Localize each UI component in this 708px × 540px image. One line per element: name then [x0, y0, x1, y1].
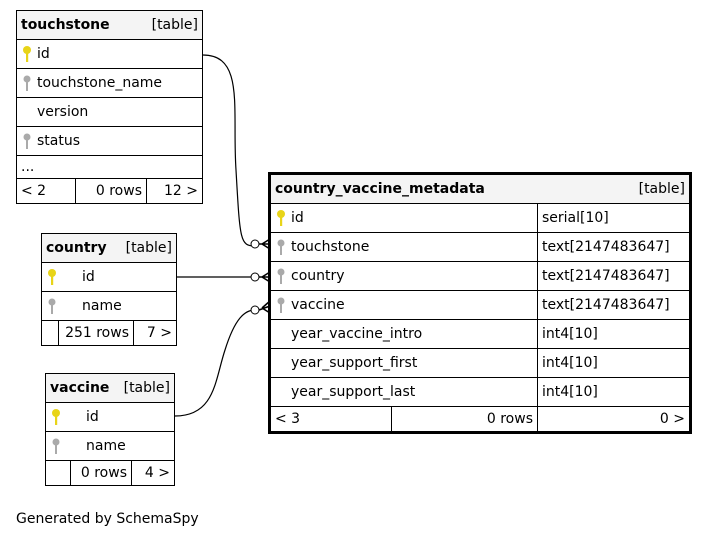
row-count: 251 rows: [58, 320, 134, 346]
table-header: country [table]: [41, 233, 177, 263]
column-row[interactable]: version: [16, 97, 203, 127]
foreign-key-icon: [46, 297, 82, 315]
column-row[interactable]: id serial[10]: [270, 203, 690, 233]
table-name: touchstone: [21, 17, 110, 33]
table-name: country_vaccine_metadata: [275, 181, 485, 197]
column-row[interactable]: touchstone text[2147483647]: [270, 232, 690, 262]
column-row[interactable]: id: [45, 402, 175, 432]
table-tag: [table]: [123, 380, 170, 396]
parents-count: [41, 320, 59, 346]
children-count[interactable]: 7 >: [133, 320, 177, 346]
table-name: country: [46, 240, 107, 256]
table-header: vaccine [table]: [45, 373, 175, 403]
parents-count[interactable]: < 2: [16, 178, 76, 204]
children-count[interactable]: 0 >: [537, 406, 690, 432]
column-name: status: [37, 133, 81, 149]
column-name: year_support_first: [291, 355, 418, 371]
foreign-key-icon: [275, 267, 291, 285]
column-row[interactable]: year_vaccine_intro int4[10]: [270, 319, 690, 349]
column-name: country: [291, 268, 345, 284]
children-count[interactable]: 4 >: [131, 460, 175, 486]
column-type: serial[10]: [537, 203, 690, 233]
primary-key-icon: [46, 268, 82, 286]
column-row[interactable]: name: [41, 291, 177, 321]
crowfoot-touchstone: [250, 238, 271, 250]
table-footer: 0 rows 4 >: [45, 460, 175, 486]
column-type: text[2147483647]: [537, 261, 690, 291]
column-row[interactable]: touchstone_name: [16, 68, 203, 98]
crowfoot-vaccine: [250, 300, 271, 315]
column-type: int4[10]: [537, 319, 690, 349]
table-header: touchstone [table]: [16, 10, 203, 40]
column-type: text[2147483647]: [537, 290, 690, 320]
row-count: 0 rows: [70, 460, 132, 486]
table-footer: < 3 0 rows 0 >: [269, 406, 690, 432]
primary-key-icon: [21, 45, 37, 63]
foreign-key-icon: [21, 74, 37, 92]
column-row[interactable]: id: [41, 262, 177, 292]
column-name: id: [37, 46, 50, 62]
foreign-key-icon: [21, 132, 37, 150]
column-row[interactable]: year_support_last int4[10]: [270, 377, 690, 407]
column-row[interactable]: vaccine text[2147483647]: [270, 290, 690, 320]
table-tag: [table]: [638, 181, 685, 197]
row-count: 0 rows: [75, 178, 147, 204]
table-header: country_vaccine_metadata [table]: [270, 174, 690, 204]
foreign-key-icon: [275, 238, 291, 256]
column-name: version: [37, 104, 89, 120]
table-touchstone[interactable]: touchstone [table] id touchstone_name ver…: [16, 10, 203, 204]
table-tag: [table]: [151, 17, 198, 33]
column-type: int4[10]: [537, 377, 690, 407]
table-tag: [table]: [125, 240, 172, 256]
column-row[interactable]: year_support_first int4[10]: [270, 348, 690, 378]
column-name: id: [291, 210, 304, 226]
relationship-touchstone: [202, 54, 256, 247]
column-name: vaccine: [291, 297, 345, 313]
table-country-vaccine-metadata[interactable]: country_vaccine_metadata [table] id seria…: [268, 172, 692, 434]
table-vaccine[interactable]: vaccine [table] id name 0 rows 4 >: [45, 373, 175, 486]
parents-count: [45, 460, 71, 486]
table-footer: < 2 0 rows 12 >: [16, 178, 203, 204]
row-count: 0 rows: [391, 406, 538, 432]
column-name: year_support_last: [291, 384, 416, 400]
generated-by-label: Generated by SchemaSpy: [16, 511, 199, 527]
parents-count[interactable]: < 3: [269, 406, 393, 432]
table-footer: 251 rows 7 >: [41, 320, 177, 346]
column-name: touchstone: [291, 239, 370, 255]
foreign-key-icon: [275, 296, 291, 314]
column-row[interactable]: status: [16, 126, 203, 156]
column-name: id: [86, 409, 99, 425]
children-count[interactable]: 12 >: [146, 178, 203, 204]
column-name: year_vaccine_intro: [291, 326, 423, 342]
primary-key-icon: [50, 408, 86, 426]
column-name: id: [82, 269, 95, 285]
column-row[interactable]: country text[2147483647]: [270, 261, 690, 291]
primary-key-icon: [275, 209, 291, 227]
column-name: name: [86, 438, 126, 454]
more-columns: ...: [21, 159, 35, 175]
column-row: ...: [16, 155, 203, 179]
column-row[interactable]: id: [16, 39, 203, 69]
column-name: name: [82, 298, 122, 314]
foreign-key-icon: [50, 437, 86, 455]
column-name: touchstone_name: [37, 75, 163, 91]
table-country[interactable]: country [table] id name 251 rows 7 >: [41, 233, 177, 346]
column-type: int4[10]: [537, 348, 690, 378]
table-name: vaccine: [50, 380, 110, 396]
crowfoot-country: [250, 271, 271, 283]
column-row[interactable]: name: [45, 431, 175, 461]
column-type: text[2147483647]: [537, 232, 690, 262]
relationship-vaccine: [174, 309, 256, 417]
